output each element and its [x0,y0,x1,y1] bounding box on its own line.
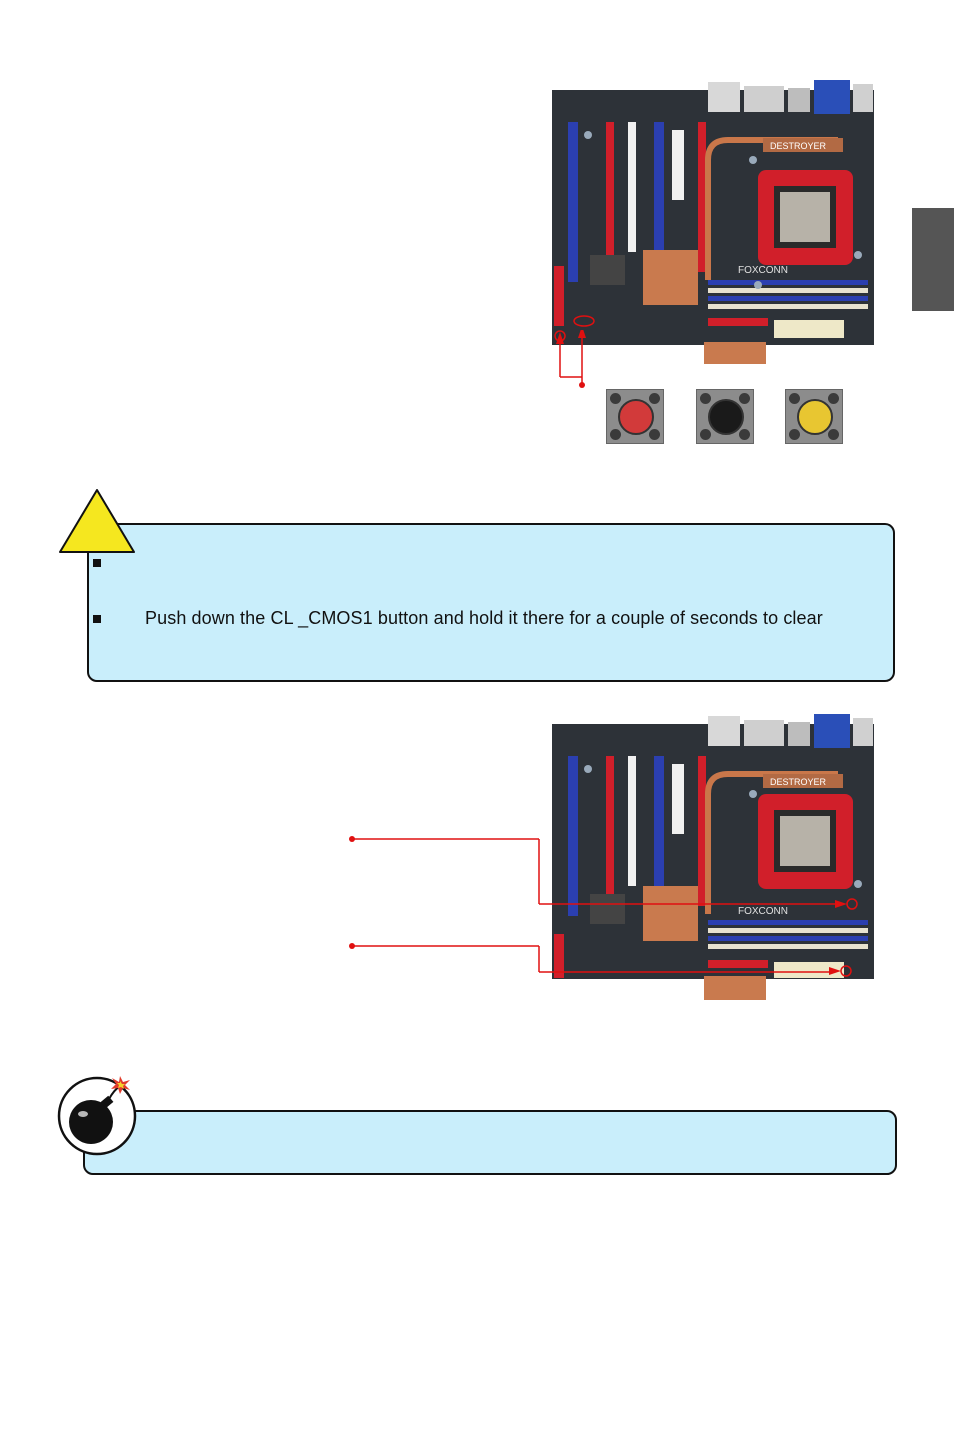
bomb-icon [57,1076,137,1156]
board-brand-label: FOXCONN [738,265,788,276]
red-button-tile [606,389,664,444]
board-series-label: DESTROYER [770,777,827,787]
black-button-tile [696,389,754,444]
yellow-button-cap [797,399,833,435]
motherboard-photo-bottom: DESTROYER FOXCONN [552,714,874,1000]
warning-triangle-icon [59,489,135,553]
caution-bullet-2 [93,615,101,623]
board-brand-label: FOXCONN [738,906,788,917]
caution-note-box [87,523,895,682]
caution-line-2: Push down the CL _CMOS1 button and hold … [145,608,823,628]
warning-note-box [83,1110,897,1175]
chapter-side-tab [912,208,954,311]
bottom-pointer-lines [349,836,847,975]
caution-bullet-1 [93,559,101,567]
top-pointer-lines [556,330,586,388]
black-button-cap [708,399,744,435]
yellow-button-tile [785,389,843,444]
red-button-cap [618,399,654,435]
motherboard-photo-top: DESTROYER FOXCONN [552,80,874,364]
board-series-label: DESTROYER [770,141,827,151]
